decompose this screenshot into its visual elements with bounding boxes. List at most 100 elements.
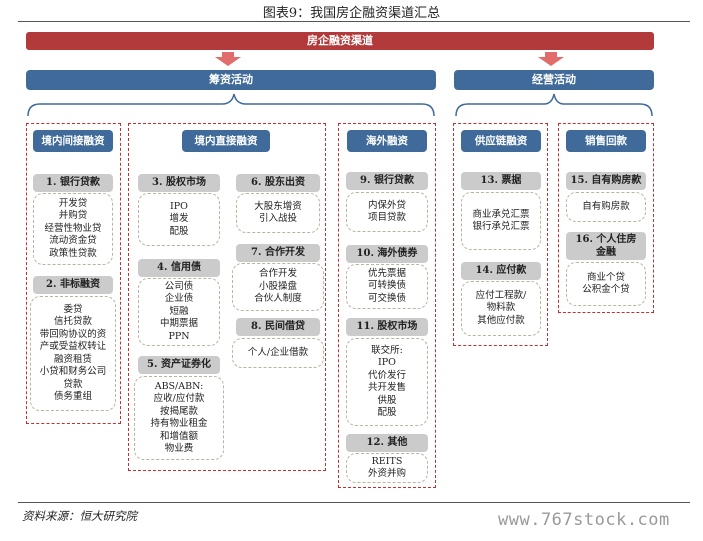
list-item: 商业承兑汇票 xyxy=(472,208,530,220)
list-item: 和增值额 xyxy=(159,430,198,442)
domestic-direct-group xyxy=(128,123,326,471)
list-private-lending: 个人/企业借款 xyxy=(232,338,324,368)
category-overseas-bonds: 10. 海外债券 xyxy=(346,245,428,263)
list-item: 物料款 xyxy=(486,302,516,314)
list-item: 产或受益权转让 xyxy=(39,341,107,352)
list-item: 应付工程款/ xyxy=(475,289,527,301)
list-securitization: ABS/ABN: 应收/应付款 按揭尾款 持有物业租金 和增值额 物业费 xyxy=(134,376,224,460)
watermark: www.767stock.com xyxy=(498,510,670,530)
list-item: 自有购房款 xyxy=(582,200,630,212)
list-item: 大股东增资 xyxy=(254,200,302,212)
list-item: 公积金个贷 xyxy=(582,284,630,295)
financing-brace xyxy=(27,93,435,117)
category-self-funded-purchase: 15. 自有购房款 xyxy=(566,172,646,190)
list-item: 持有物业租金 xyxy=(150,418,208,429)
list-item: 引入战投 xyxy=(258,213,297,224)
list-item: 优先票据 xyxy=(367,267,406,279)
list-item: 带回购协议的资 xyxy=(39,328,107,340)
category-credit-bonds: 4. 信用债 xyxy=(138,259,220,277)
supply-chain-group xyxy=(453,123,548,346)
sales-group xyxy=(558,123,654,313)
list-item: 开发贷 xyxy=(58,197,88,209)
overseas-header: 海外融资 xyxy=(347,130,427,152)
list-shareholder-capital: 大股东增资 引入战投 xyxy=(236,193,320,233)
sales-header: 销售回款 xyxy=(566,130,646,152)
list-item: 政策性贷款 xyxy=(49,247,97,259)
list-credit-bonds: 公司债 企业债 短融 中期票据 PPN xyxy=(138,278,220,346)
list-item: 合伙人制度 xyxy=(254,293,302,305)
list-bank-loans: 开发贷 并购贷 经营性物业贷 流动资金贷 政策性贷款 xyxy=(33,193,113,265)
list-item: 银行承兑汇票 xyxy=(472,221,530,232)
overseas-group xyxy=(338,123,436,488)
list-item: ABS/ABN: xyxy=(154,380,204,392)
category-private-lending: 8. 民间借贷 xyxy=(236,318,320,336)
list-item: 公司债 xyxy=(164,280,194,292)
category-nonstandard: 2. 非标融资 xyxy=(33,276,113,294)
list-bills: 商业承兑汇票 银行承兑汇票 xyxy=(461,192,541,250)
list-item: 融资租赁 xyxy=(53,353,92,365)
domestic-indirect-group xyxy=(26,123,121,424)
list-item: 小股操盘 xyxy=(258,280,297,292)
category-housing-finance: 16. 个人住房 金融 xyxy=(566,232,646,260)
domestic-indirect-header: 境内间接融资 xyxy=(33,130,113,152)
list-item: 代价发行 xyxy=(367,369,406,381)
list-item: 信托贷款 xyxy=(53,316,92,327)
category-joint-development: 7. 合作开发 xyxy=(236,244,320,262)
list-item: 债务重组 xyxy=(53,391,92,402)
list-item: 应收/应付款 xyxy=(153,393,205,404)
list-item: 委贷 xyxy=(63,303,83,315)
list-item: 企业债 xyxy=(164,293,194,305)
list-joint-development: 合作开发 小股操盘 合伙人制度 xyxy=(232,263,324,311)
category-shareholder-capital: 6. 股东出资 xyxy=(236,174,320,192)
domestic-direct-header: 境内直接融资 xyxy=(182,130,270,152)
operating-brace xyxy=(455,93,653,117)
category-equity-market: 3. 股权市场 xyxy=(138,174,220,192)
source-note: 资料来源：恒大研究院 xyxy=(22,509,137,523)
list-item: 配股 xyxy=(377,407,397,418)
list-item: 可交换债 xyxy=(367,292,406,304)
list-item: 内保外贷 xyxy=(367,199,406,211)
list-item: 可转换债 xyxy=(367,280,406,292)
list-item: 配股 xyxy=(169,225,189,237)
footer-rule xyxy=(18,502,690,503)
arrow-to-operating xyxy=(538,52,564,66)
list-housing-finance: 商业个贷 公积金个贷 xyxy=(566,262,646,306)
list-item: 个人/企业借款 xyxy=(247,346,309,358)
supply-chain-header: 供应链融资 xyxy=(461,130,541,152)
list-payables: 应付工程款/ 物料款 其他应付款 xyxy=(461,281,541,336)
list-item: 其他应付款 xyxy=(477,314,525,326)
root-bar: 房企融资渠道 xyxy=(26,32,654,50)
category-payables: 14. 应付款 xyxy=(461,262,541,280)
list-equity-market: IPO 增发 配股 xyxy=(138,193,220,246)
figure-title: 图表9：我国房企融资渠道汇总 xyxy=(262,6,441,21)
list-item: 流动资金贷 xyxy=(49,235,97,247)
list-item: 并购贷 xyxy=(58,210,88,222)
list-self-funded-purchase: 自有购房款 xyxy=(566,192,646,222)
list-item: 共开发售 xyxy=(367,382,406,393)
list-overseas-equity: 联交所: IPO 代价发行 共开发售 供股 配股 xyxy=(346,338,428,426)
category-overseas-bank-loans: 9. 银行贷款 xyxy=(346,172,428,190)
list-overseas-bonds: 优先票据 可转换债 可交换债 xyxy=(346,264,428,309)
arrow-to-financing xyxy=(215,52,241,66)
list-item: IPO xyxy=(170,200,188,212)
list-item: 项目贷款 xyxy=(367,212,406,223)
list-item: PPN xyxy=(168,330,190,342)
list-item: 商业个贷 xyxy=(586,271,625,283)
list-item: IPO xyxy=(378,357,396,368)
operating-activities-bar: 经营活动 xyxy=(454,70,654,90)
list-item: 合作开发 xyxy=(258,268,297,280)
list-item: 增发 xyxy=(169,213,189,225)
list-item: 按揭尾款 xyxy=(159,405,198,417)
category-overseas-other: 12. 其他 xyxy=(346,434,428,452)
list-item: 短融 xyxy=(169,305,189,317)
category-title-line: 金融 xyxy=(596,247,616,258)
list-item: 经营性物业贷 xyxy=(44,222,102,234)
list-item: 中期票据 xyxy=(159,318,198,330)
list-overseas-bank-loans: 内保外贷 项目贷款 xyxy=(346,192,428,232)
list-item: REITS xyxy=(371,455,403,467)
list-item: 联交所: xyxy=(371,344,403,356)
list-overseas-other: REITS 外资并购 xyxy=(346,453,428,483)
category-bank-loans: 1. 银行贷款 xyxy=(33,174,113,192)
list-item: 贷款 xyxy=(63,378,83,390)
list-nonstandard: 委贷 信托贷款 带回购协议的资 产或受益权转让 融资租赁 小贷和财务公司 贷款 … xyxy=(30,296,116,411)
